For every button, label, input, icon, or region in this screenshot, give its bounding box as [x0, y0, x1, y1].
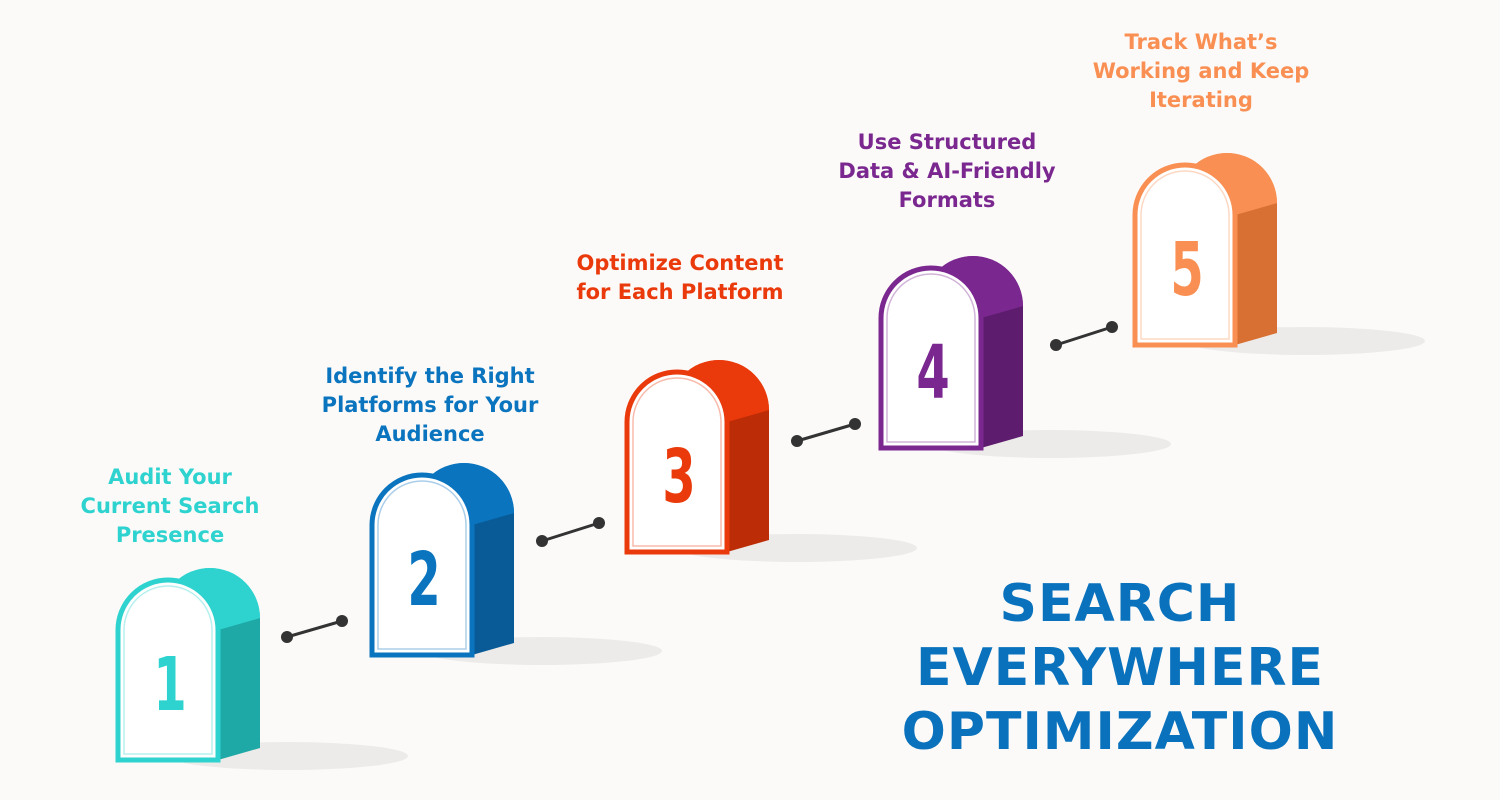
step-tile-3: 3: [624, 360, 917, 562]
step-tile-5: 5: [1132, 153, 1425, 355]
title-line: EVERYWHERE: [915, 638, 1325, 698]
step-number: 3: [662, 434, 695, 520]
step-number: 1: [153, 642, 186, 728]
step-label-line: Presence: [115, 523, 225, 547]
step-label-line: Audience: [375, 422, 485, 446]
step-tile-1: 1: [115, 568, 408, 770]
connector: [281, 615, 348, 643]
step-number: 5: [1170, 227, 1203, 313]
step-label-line: Data & AI-Friendly: [838, 159, 1056, 183]
step-label-line: Use Structured: [857, 130, 1037, 154]
step-label-line: Audit Your: [108, 465, 232, 489]
step-label-line: Optimize Content: [576, 251, 784, 275]
step-tile-2: 2: [369, 463, 662, 665]
connector: [791, 418, 861, 447]
connector: [1050, 321, 1118, 351]
step-label-line: Current Search: [80, 494, 260, 518]
step-label-line: for Each Platform: [576, 280, 784, 304]
step-number: 2: [407, 537, 440, 623]
step-label-line: Iterating: [1149, 88, 1253, 112]
title-line: SEARCH: [999, 574, 1241, 634]
step-label-line: Identify the Right: [325, 364, 535, 388]
step-number: 4: [916, 330, 949, 416]
step-label-line: Working and Keep: [1092, 59, 1310, 83]
step-label-line: Track What’s: [1124, 30, 1278, 54]
step-label-3: Optimize Content for Each Platform: [550, 249, 810, 307]
title-line: OPTIMIZATION: [901, 702, 1339, 762]
step-label-line: Formats: [898, 188, 996, 212]
step-label-line: Platforms for Your: [321, 393, 539, 417]
connector: [536, 517, 605, 547]
step-tile-4: 4: [878, 256, 1171, 458]
